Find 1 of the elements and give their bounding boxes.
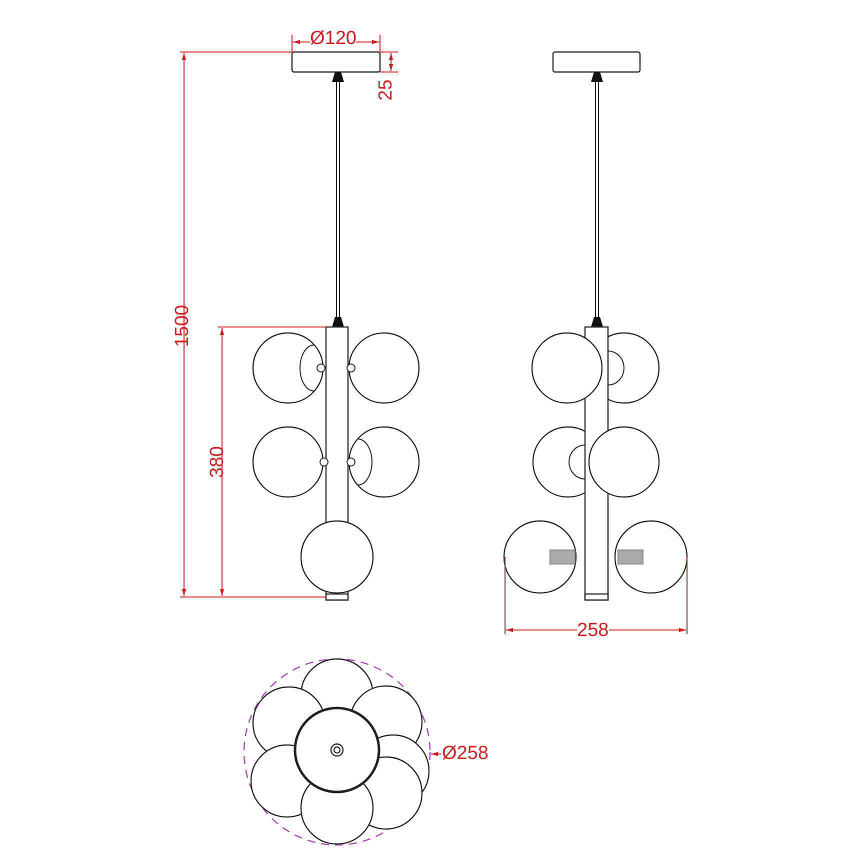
dimension-label: 25: [376, 79, 397, 101]
